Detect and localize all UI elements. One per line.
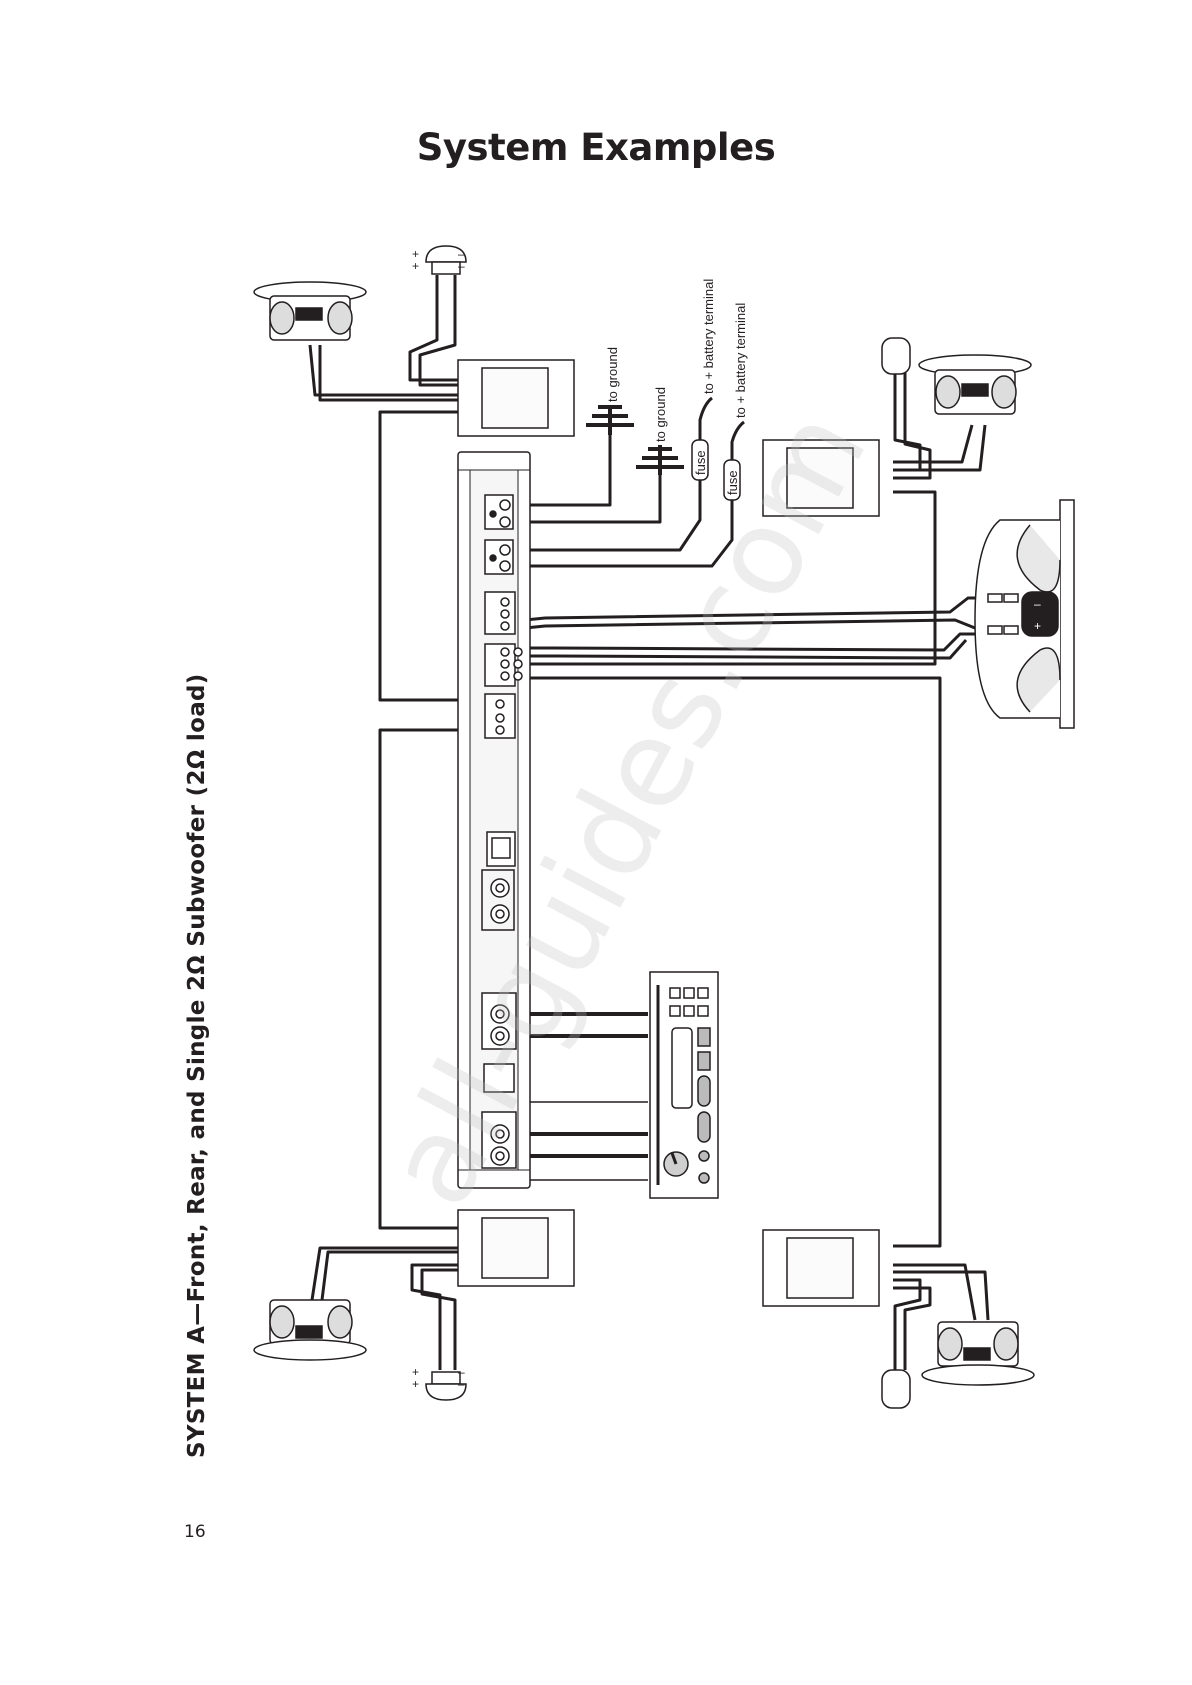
bl-woofer-wire-b bbox=[322, 1252, 458, 1300]
tl-tweeter-wire-b bbox=[420, 275, 458, 385]
tweeter-top-right bbox=[882, 338, 910, 374]
fuse-label-1: fuse bbox=[693, 450, 708, 475]
tweeter-bottom-right bbox=[882, 1370, 910, 1408]
tweeter-tl-minus-2: – bbox=[458, 259, 465, 273]
woofer-top-left bbox=[254, 282, 366, 340]
tl-woofer-wire-b bbox=[320, 345, 458, 400]
tweeter-bl-minus-2: – bbox=[458, 1377, 465, 1391]
sub-output-terminal bbox=[485, 592, 515, 634]
tweeter-tl-plus-2: + bbox=[412, 259, 419, 273]
tl-woofer-wire bbox=[310, 345, 458, 395]
br-tweeter-wire-b bbox=[893, 1288, 930, 1370]
battery-label-1: to + battery terminal bbox=[701, 279, 716, 394]
woofer-bottom-left bbox=[254, 1300, 366, 1360]
ground-label-1: to ground bbox=[605, 347, 620, 402]
tl-tweeter-wire bbox=[410, 275, 458, 380]
woofer-bottom-right bbox=[922, 1322, 1034, 1385]
bl-tweeter-wire bbox=[412, 1265, 458, 1370]
ground-label-2: to ground bbox=[653, 387, 668, 442]
subwoofer bbox=[975, 500, 1074, 728]
ground-symbol-2 bbox=[636, 445, 684, 475]
tweeter-bl-plus-2: + bbox=[412, 1377, 419, 1391]
head-unit bbox=[650, 972, 718, 1198]
ground-symbol-1 bbox=[586, 405, 634, 435]
woofer-top-right bbox=[919, 355, 1031, 414]
battery-label-2: to + battery terminal bbox=[733, 303, 748, 418]
fuse-lead-1 bbox=[700, 398, 712, 440]
crossover-top-left bbox=[458, 360, 574, 436]
crossover-bottom-right bbox=[763, 1230, 879, 1306]
bl-woofer-wire bbox=[312, 1248, 458, 1300]
sub-minus: – bbox=[1034, 597, 1041, 611]
sub-plus: + bbox=[1034, 619, 1041, 633]
speaker-output-terminal-1 bbox=[485, 644, 515, 686]
